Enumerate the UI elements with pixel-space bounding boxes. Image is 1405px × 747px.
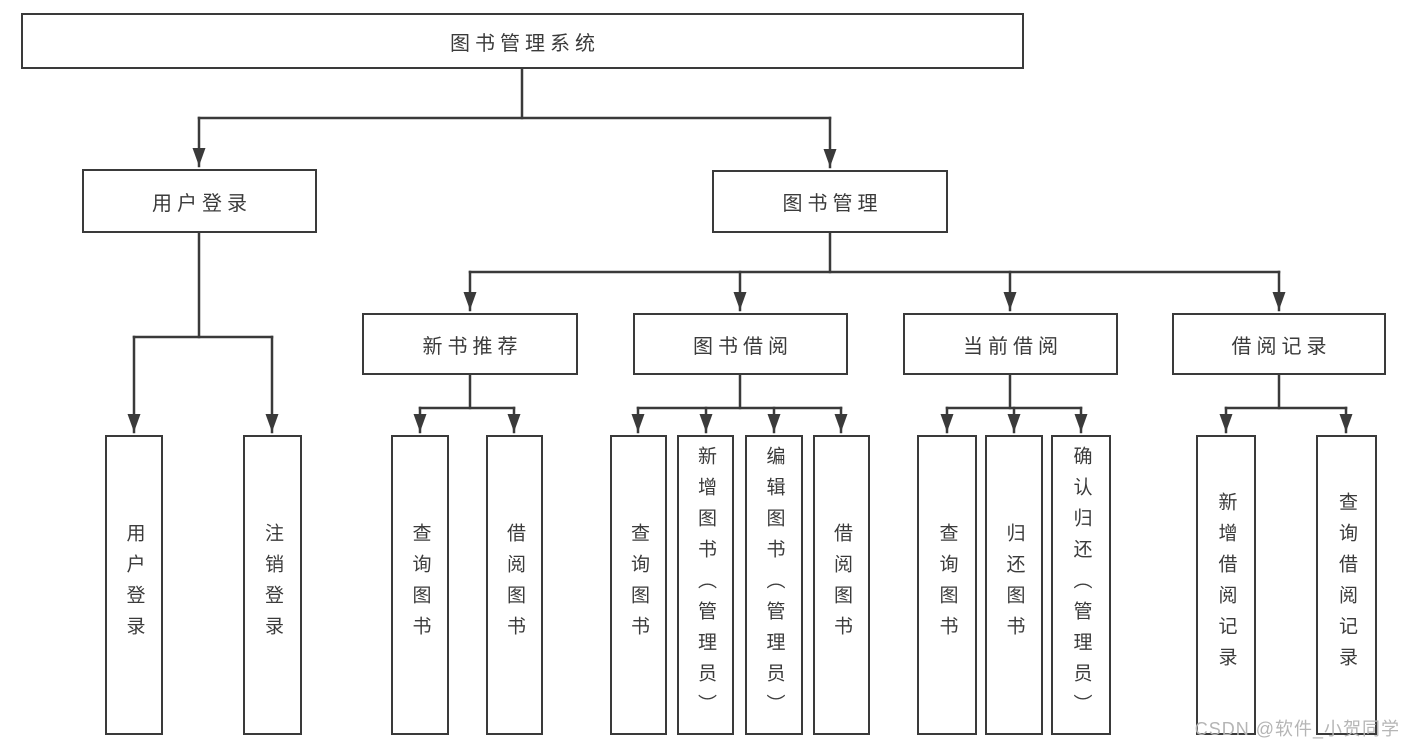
node-book-management-label: 图书管理 <box>782 193 883 215</box>
node-user-login: 用户登录 <box>82 169 317 233</box>
node-new-book-recommend: 新书推荐 <box>362 313 578 375</box>
node-user-login-label: 用户登录 <box>152 192 252 215</box>
leaf-logout-label: 注销登录 <box>262 523 283 647</box>
node-book-borrowing-label: 图书借阅 <box>693 335 793 358</box>
connector-new-book-recommend-children <box>413 373 521 434</box>
leaf-current-return-books-label: 归还图书 <box>1003 523 1025 647</box>
leaf-borrowing-edit-books-admin: 编辑图书（管理员） <box>745 435 803 735</box>
leaf-current-return-books: 归还图书 <box>985 435 1043 735</box>
leaf-logout: 注销登录 <box>243 435 302 735</box>
connector-borrowing-records-children <box>1219 373 1353 434</box>
leaf-borrowing-borrow-books: 借阅图书 <box>813 435 870 735</box>
connector-book-management-children <box>463 231 1286 312</box>
node-borrowing-records: 借阅记录 <box>1172 313 1386 375</box>
leaf-borrowing-borrow-books-label: 借阅图书 <box>831 523 852 647</box>
connector-root-to-level2 <box>192 67 837 169</box>
leaf-newrec-borrow-books-label: 借阅图书 <box>504 523 525 647</box>
leaf-records-add-record: 新增借阅记录 <box>1196 435 1256 735</box>
node-borrowing-records-label: 借阅记录 <box>1231 335 1332 358</box>
leaf-records-add-record-label: 新增借阅记录 <box>1215 492 1237 678</box>
node-current-borrowing-label: 当前借阅 <box>963 335 1063 358</box>
connector-current-borrowing-children <box>940 373 1088 434</box>
leaf-borrowing-add-books-admin: 新增图书（管理员） <box>677 435 734 735</box>
leaf-newrec-borrow-books: 借阅图书 <box>486 435 543 735</box>
leaf-records-query-record-label: 查询借阅记录 <box>1336 492 1357 678</box>
node-root-label: 图书管理系统 <box>450 32 600 55</box>
leaf-borrowing-query-books-label: 查询图书 <box>628 523 649 647</box>
node-new-book-recommend-label: 新书推荐 <box>422 335 523 358</box>
leaf-records-query-record: 查询借阅记录 <box>1316 435 1377 735</box>
leaf-newrec-query-books-label: 查询图书 <box>409 523 431 647</box>
node-book-borrowing: 图书借阅 <box>633 313 848 375</box>
leaf-current-confirm-return-admin: 确认归还（管理员） <box>1051 435 1111 735</box>
leaf-borrowing-edit-books-admin-label: 编辑图书（管理员） <box>763 445 785 725</box>
leaf-borrowing-query-books: 查询图书 <box>610 435 667 735</box>
node-book-management: 图书管理 <box>712 170 948 233</box>
node-root: 图书管理系统 <box>21 13 1024 69</box>
connector-book-borrowing-children <box>631 373 848 434</box>
connector-user-login-children <box>127 231 279 434</box>
leaf-user-login-label: 用户登录 <box>123 523 145 647</box>
leaf-user-login: 用户登录 <box>105 435 163 735</box>
csdn-watermark: CSDN @软件_小贺同学 <box>1194 719 1400 739</box>
leaf-current-confirm-return-admin-label: 确认归还（管理员） <box>1070 445 1092 725</box>
leaf-newrec-query-books: 查询图书 <box>391 435 449 735</box>
node-current-borrowing: 当前借阅 <box>903 313 1118 375</box>
leaf-current-query-books-label: 查询图书 <box>936 523 958 647</box>
leaf-borrowing-add-books-admin-label: 新增图书（管理员） <box>695 445 716 725</box>
leaf-current-query-books: 查询图书 <box>917 435 977 735</box>
